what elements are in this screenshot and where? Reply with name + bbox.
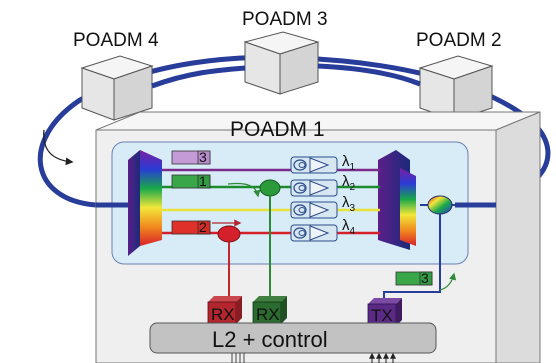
lambda1-label: λ1 bbox=[342, 153, 356, 173]
transmitter: TX bbox=[367, 298, 402, 327]
amplifier-3 bbox=[290, 201, 338, 219]
poadm3-node bbox=[243, 31, 320, 95]
demux-left bbox=[128, 150, 162, 256]
lambda2-label: λ2 bbox=[342, 173, 356, 193]
poadm4-node bbox=[80, 55, 154, 121]
poadm2-node bbox=[418, 55, 494, 121]
channel-box-lambda1: 3 bbox=[171, 149, 211, 165]
channel-box-add: 3 bbox=[395, 270, 433, 286]
lambda4-label: λ4 bbox=[342, 217, 356, 237]
poadm4-label: POADM 4 bbox=[73, 30, 159, 51]
svg-text:3: 3 bbox=[421, 270, 429, 286]
channel-box-lambda2: 1 bbox=[171, 173, 211, 189]
poadm1-label: POADM 1 bbox=[230, 118, 325, 141]
add-coupler bbox=[427, 195, 453, 215]
svg-text:2: 2 bbox=[199, 219, 207, 235]
channel-box-lambda4: 2 bbox=[171, 219, 211, 235]
amplifier-1 bbox=[290, 156, 338, 174]
add-arrow bbox=[439, 272, 457, 291]
receiver-green: RX bbox=[252, 296, 287, 325]
drop-coupler-red bbox=[217, 225, 241, 243]
direction-arrow bbox=[43, 129, 74, 166]
mux-right bbox=[378, 150, 416, 250]
poadm3-label: POADM 3 bbox=[242, 9, 328, 30]
amplifier-2 bbox=[290, 179, 338, 197]
control-bar bbox=[149, 322, 437, 354]
drop-coupler-green bbox=[259, 179, 281, 197]
amplifier-4 bbox=[290, 224, 338, 242]
poadm2-label: POADM 2 bbox=[416, 30, 502, 51]
lambda-labels: λ1 λ2 λ3 λ4 bbox=[342, 153, 356, 237]
control-label: L2 + control bbox=[212, 327, 328, 352]
svg-text:RX: RX bbox=[256, 305, 280, 324]
svg-text:1: 1 bbox=[199, 173, 207, 189]
svg-text:3: 3 bbox=[199, 149, 207, 165]
lambda3-label: λ3 bbox=[342, 194, 356, 214]
receiver-red: RX bbox=[207, 296, 242, 325]
drop-arrow-green bbox=[227, 182, 261, 198]
control-cables bbox=[231, 352, 396, 363]
svg-text:RX: RX bbox=[211, 305, 235, 324]
svg-text:TX: TX bbox=[371, 306, 393, 325]
